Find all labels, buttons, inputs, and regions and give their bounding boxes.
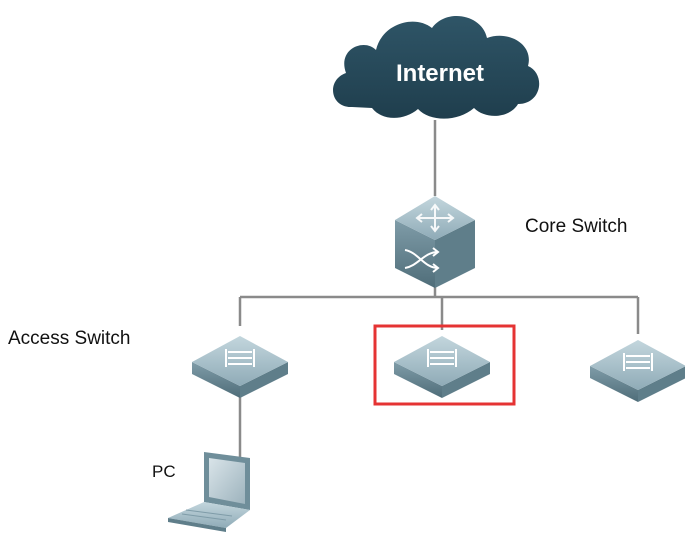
access-switch-icon	[192, 336, 288, 398]
pc-label: PC	[152, 462, 176, 481]
access-switch-label: Access Switch	[8, 328, 131, 349]
connection-lines	[238, 120, 640, 462]
core-switch-label: Core Switch	[525, 216, 628, 237]
laptop-icon	[168, 452, 250, 532]
internet-label: Internet	[396, 60, 484, 87]
access-switch-icon	[590, 340, 685, 402]
cloud-icon: Internet	[333, 15, 540, 119]
access-switch-icon	[394, 336, 490, 398]
core-switch-icon	[395, 196, 475, 288]
highlight-box	[373, 324, 516, 406]
